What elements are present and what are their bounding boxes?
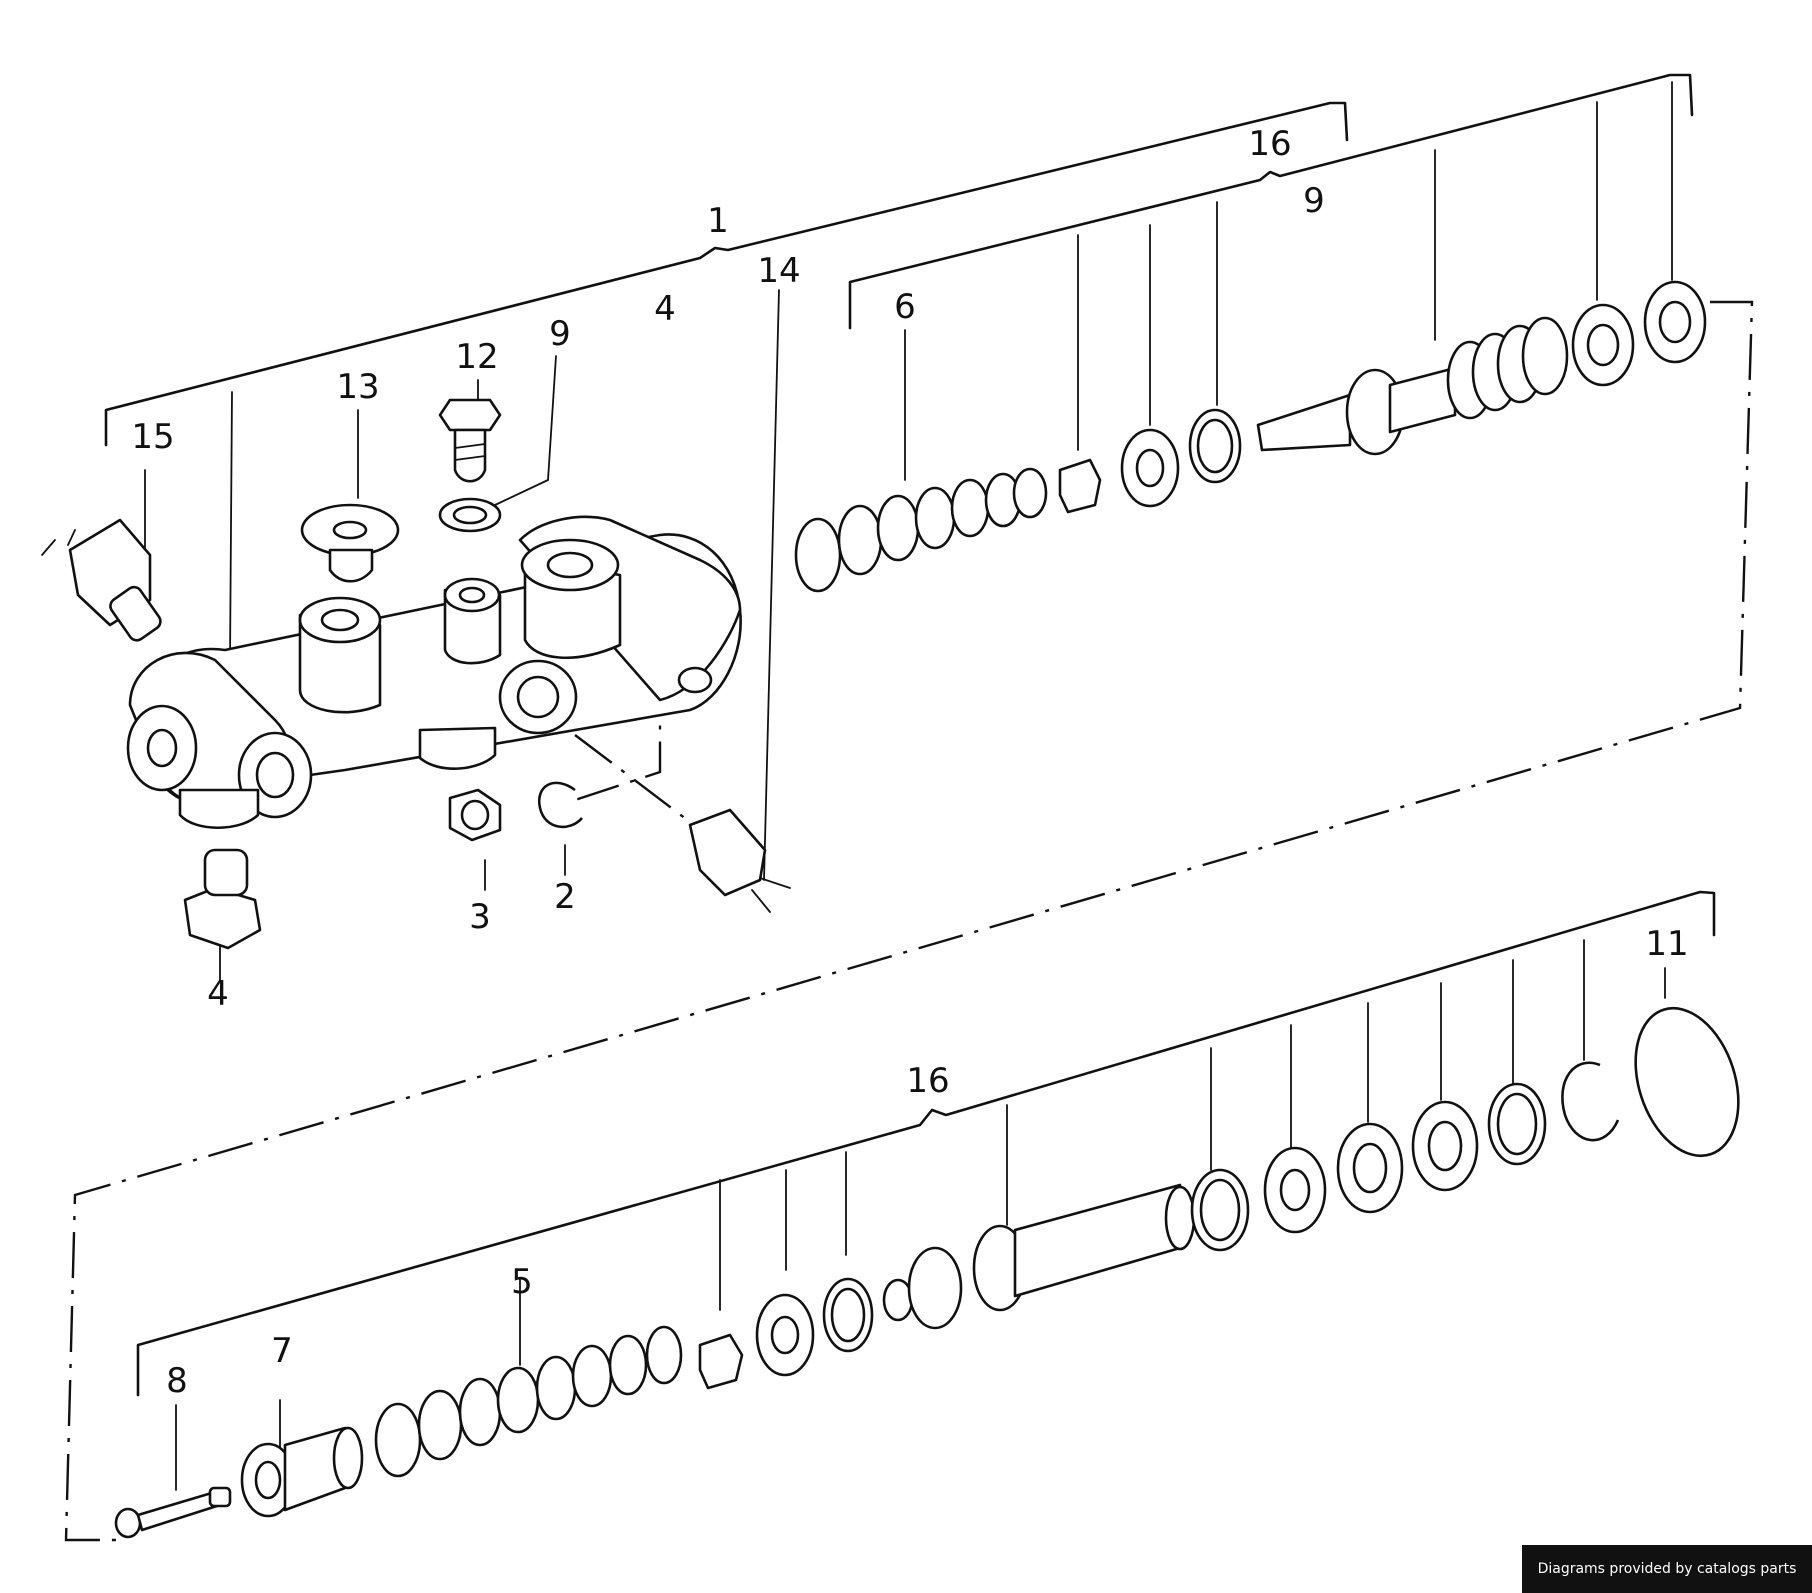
nut-3 <box>448 788 502 842</box>
brake-light-switch-14 <box>688 808 791 913</box>
cap-13 <box>300 503 400 583</box>
callout-11: 11 <box>1645 924 1688 964</box>
clip-2 <box>537 781 583 829</box>
screw-8 <box>114 1486 232 1539</box>
washer-lower-1 <box>822 1277 874 1353</box>
spring-seat-upper <box>1058 458 1102 514</box>
o-ring-11 <box>1634 1006 1740 1158</box>
callout-labels: 1 15 13 12 9 4 14 3 2 4 16 9 6 11 16 5 7… <box>131 124 1688 1401</box>
callout-12: 12 <box>455 337 498 377</box>
master-cylinder-housing <box>126 515 742 830</box>
callout-5: 5 <box>511 1262 533 1302</box>
seal-upper-2 <box>1571 303 1635 387</box>
stop-sleeve-7 <box>240 1426 364 1518</box>
secondary-piston <box>882 1183 1196 1330</box>
washer-9-top <box>438 497 502 533</box>
brake-light-switch-15 <box>41 518 162 642</box>
seal-lower-3 <box>1336 1122 1404 1214</box>
callout-9-right: 9 <box>1303 181 1325 221</box>
callout-13: 13 <box>336 367 379 407</box>
callout-2: 2 <box>554 877 576 917</box>
spring-5 <box>374 1325 683 1478</box>
plug-4 <box>183 848 262 950</box>
seal-lower-4 <box>1411 1100 1479 1192</box>
bracket-group-16-lower <box>136 890 1716 1397</box>
spring-6 <box>794 467 1048 593</box>
credit-banner: Diagrams provided by catalogs parts <box>1522 1545 1812 1593</box>
seal-lower-2 <box>1263 1146 1327 1234</box>
washer-lower-3 <box>1487 1082 1547 1166</box>
callout-16-lower: 16 <box>906 1061 949 1101</box>
assembly-outline <box>64 300 1754 1542</box>
callout-14: 14 <box>757 251 800 291</box>
bolt-12 <box>438 398 502 483</box>
callout-1: 1 <box>707 201 729 241</box>
primary-piston <box>1256 316 1569 456</box>
spring-seat-lower <box>698 1333 744 1390</box>
callout-16-upper: 16 <box>1248 124 1291 164</box>
bracket-group-1 <box>104 101 1349 447</box>
callout-4-upper: 4 <box>654 289 676 329</box>
bracket-group-16-upper <box>848 73 1694 330</box>
circlip <box>1561 1061 1620 1142</box>
callout-6: 6 <box>894 287 916 327</box>
washer-upper <box>1188 408 1242 484</box>
callout-8: 8 <box>166 1361 188 1401</box>
seal-upper-1 <box>1120 428 1180 508</box>
callout-3: 3 <box>469 897 491 937</box>
callout-15: 15 <box>131 417 174 457</box>
seal-lower-1 <box>755 1293 815 1377</box>
callout-4-lower: 4 <box>207 974 229 1014</box>
seal-upper-3 <box>1643 280 1707 364</box>
callout-9-upper: 9 <box>549 314 571 354</box>
washer-lower-2 <box>1190 1168 1250 1252</box>
leader-lines <box>144 81 1673 1491</box>
callout-7: 7 <box>271 1331 293 1371</box>
